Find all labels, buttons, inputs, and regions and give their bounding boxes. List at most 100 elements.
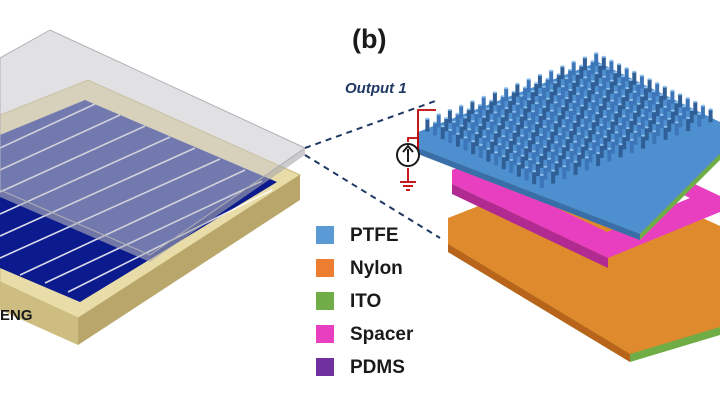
spacer-side	[452, 184, 608, 268]
ptfe-pillar	[598, 84, 603, 98]
ptfe-pillar	[523, 107, 528, 121]
ptfe-pillar	[622, 136, 627, 150]
ptfe-pillar-array	[425, 52, 713, 188]
ptfe-pillar-top	[571, 60, 576, 63]
ptfe-pillar	[512, 131, 517, 145]
ptfe-pillar	[558, 154, 563, 168]
ptfe-pillar	[655, 103, 660, 117]
ptfe-pillar	[584, 157, 589, 171]
ptfe-pillar-top	[568, 68, 573, 71]
ptfe-pillar	[527, 119, 532, 133]
ptfe-pillar	[538, 114, 543, 128]
ptfe-pillar	[606, 128, 611, 142]
ptfe-pillar-top	[538, 93, 543, 96]
ptfe-pillar	[551, 170, 556, 184]
ptfe-pillar-top	[451, 120, 456, 123]
ptfe-pillar	[508, 119, 513, 133]
ptfe-pillar-top	[500, 115, 505, 118]
ptfe-pillar-top	[504, 87, 509, 90]
ptfe-pillar-top	[596, 152, 601, 155]
ptfe-pillar	[576, 133, 581, 147]
ptfe-pillar	[527, 99, 532, 113]
ptfe-pillar-top	[643, 86, 648, 89]
ptfe-pillar	[535, 143, 540, 157]
ptfe-pillar	[520, 155, 525, 169]
ptfe-pillar-top	[535, 142, 540, 145]
ptfe-pillar-top	[545, 97, 550, 100]
ptfe-pillar	[549, 90, 554, 104]
ptfe-pillar	[486, 128, 491, 142]
ptfe-pillar-top	[632, 70, 637, 73]
ptfe-pillar-top	[624, 67, 629, 70]
ptfe-pillar-top	[580, 144, 585, 147]
ptfe-pillar	[625, 88, 630, 102]
ptfe-pillar	[639, 75, 644, 89]
ptfe-pillar-top	[629, 118, 634, 121]
ptfe-pillar-top	[463, 136, 468, 139]
ptfe-pillar	[577, 153, 582, 167]
ptfe-pillar	[651, 111, 656, 125]
ptfe-pillar-top	[598, 103, 603, 106]
legend-label-ptfe: PTFE	[350, 225, 399, 246]
ptfe-pillar	[596, 153, 601, 167]
ptfe-pillar	[474, 113, 479, 127]
ptfe-pillar-top	[625, 127, 630, 130]
ptfe-pillar-top	[651, 110, 656, 113]
ptfe-pillar-top	[538, 113, 543, 116]
ptfe-pillar-top	[440, 125, 445, 128]
ptfe-pillar-top	[520, 134, 525, 137]
legend-swatch-pdms	[316, 358, 334, 376]
ptfe-pillar	[572, 101, 577, 115]
ptfe-pillar-top	[478, 143, 483, 146]
legend-label-ito: ITO	[350, 291, 381, 312]
ptfe-pillar	[618, 124, 623, 138]
ptfe-pillar	[569, 149, 574, 163]
ptfe-pillar-top	[682, 105, 687, 108]
ptfe-pillar	[481, 96, 486, 110]
ptfe-pillar	[609, 60, 614, 74]
ptfe-pillar	[524, 167, 529, 181]
ptfe-pillar-top	[512, 110, 517, 113]
ptfe-pillar	[594, 93, 599, 107]
ptfe-pillar	[655, 83, 660, 97]
ptfe-pillar	[640, 115, 645, 129]
ptfe-pillar-top	[636, 82, 641, 85]
callout-dashes	[304, 99, 441, 239]
ptfe-pillar	[571, 61, 576, 75]
ptfe-pillar-top	[609, 59, 614, 62]
ptfe-pillar-top	[583, 96, 588, 99]
ptfe-pillar	[545, 78, 550, 92]
ptfe-pillar-top	[486, 127, 491, 130]
ptfe-pillar	[607, 148, 612, 162]
ptfe-pillar	[515, 83, 520, 97]
ptfe-pillar	[554, 162, 559, 176]
ptfe-pillar	[618, 144, 623, 158]
legend-swatch-ito	[316, 292, 334, 310]
ptfe-pillar-top	[622, 135, 627, 138]
ptfe-pillar	[440, 126, 445, 140]
ptfe-pillar	[591, 101, 596, 115]
legend-label-spacer: Spacer	[350, 324, 414, 345]
ptfe-pillar-top	[515, 102, 520, 105]
ptfe-pillar-top	[561, 105, 566, 108]
ptfe-pillar	[632, 91, 637, 105]
ptfe-pillar-top	[470, 100, 475, 103]
legend-label-nylon: Nylon	[350, 258, 403, 279]
ptfe-pillar	[603, 136, 608, 150]
ptfe-pillar-top	[639, 74, 644, 77]
ptfe-pillar-top	[531, 110, 536, 113]
ptfe-pillar	[560, 66, 565, 80]
ptfe-pillar	[526, 79, 531, 93]
ptfe-pillar-top	[534, 82, 539, 85]
ptfe-pillar	[565, 118, 570, 132]
ptfe-pillar	[643, 87, 648, 101]
ptfe-pillar	[497, 124, 502, 138]
output-label: Output 1	[345, 80, 407, 97]
ptfe-pillar	[647, 79, 652, 93]
ptfe-pillar-top	[512, 150, 517, 153]
ptfe-pillar	[636, 103, 641, 117]
ptfe-pillar-top	[599, 123, 604, 126]
ptfe-pillar	[539, 174, 544, 188]
ptfe-pillar-top	[546, 137, 551, 140]
ptfe-pillar	[528, 159, 533, 173]
